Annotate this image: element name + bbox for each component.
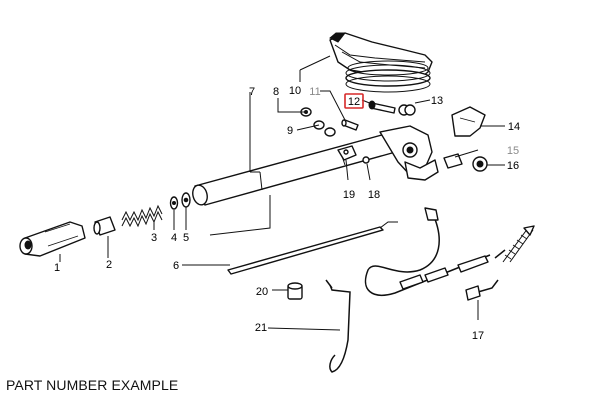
callout-20[interactable]: 20 [256, 286, 268, 298]
callout-19[interactable]: 19 [343, 189, 355, 201]
part-11-bolt[interactable] [341, 119, 359, 131]
callout-16[interactable]: 16 [507, 160, 519, 172]
callout-18[interactable]: 18 [368, 189, 380, 201]
callout-8[interactable]: 8 [273, 86, 279, 98]
part-16-grommet[interactable] [472, 156, 488, 172]
callout-1[interactable]: 1 [54, 262, 60, 274]
part-13-nut[interactable] [398, 104, 416, 116]
part-18-pin[interactable] [362, 156, 370, 164]
callout-9[interactable]: 9 [287, 125, 293, 137]
part-17-cable[interactable] [364, 207, 535, 301]
callout-21[interactable]: 21 [255, 322, 267, 334]
part-19-clip[interactable] [337, 145, 357, 161]
callout-14[interactable]: 14 [508, 121, 520, 133]
callout-12[interactable]: 12 [348, 96, 360, 108]
part-20-bushing[interactable] [287, 282, 303, 300]
part-15-clip[interactable] [443, 153, 463, 169]
part-6-rod[interactable] [227, 221, 398, 275]
callout-17[interactable]: 17 [472, 330, 484, 342]
highlight-12 [344, 93, 364, 109]
part-10-boot[interactable] [329, 32, 433, 93]
callout-7[interactable]: 7 [249, 86, 255, 98]
callout-2[interactable]: 2 [106, 259, 112, 271]
part-4-washer[interactable] [169, 196, 179, 210]
part-7-lever[interactable] [191, 125, 439, 206]
part-1-grip[interactable] [19, 221, 86, 257]
part-2-sleeve[interactable] [93, 216, 116, 236]
callout-5[interactable]: 5 [183, 232, 189, 244]
part-3-spring[interactable] [121, 204, 163, 228]
callout-11[interactable]: 11 [309, 86, 320, 98]
callout-15[interactable]: 15 [507, 145, 519, 157]
part-12-screw[interactable] [368, 100, 396, 114]
callout-10[interactable]: 10 [289, 85, 301, 97]
callout-13[interactable]: 13 [431, 95, 443, 107]
part-5-washer[interactable] [181, 192, 191, 208]
part-21-rod[interactable] [325, 279, 351, 373]
diagram-caption: PART NUMBER EXAMPLE [6, 377, 179, 393]
callout-3[interactable]: 3 [151, 232, 157, 244]
leader-lines [59, 55, 505, 331]
part-14-bracket[interactable] [451, 106, 486, 137]
part-9-washer[interactable] [313, 120, 336, 137]
callout-4[interactable]: 4 [171, 232, 177, 244]
callout-6[interactable]: 6 [173, 260, 179, 272]
